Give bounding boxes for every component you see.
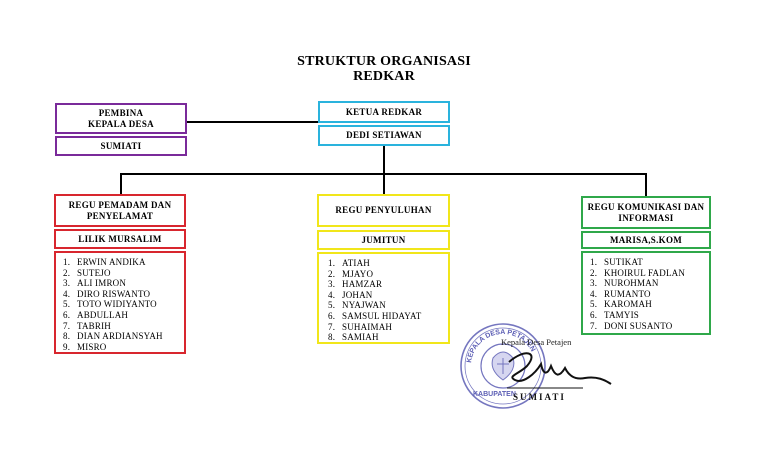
list-item: 5.KAROMAH <box>590 299 652 310</box>
penyuluhan-leader: JUMITUN <box>361 234 406 245</box>
komunikasi-role-box: REGU KOMUNIKASI DAN INFORMASI <box>581 196 711 229</box>
penyuluhan-role-box: REGU PENYULUHAN <box>317 194 450 227</box>
list-item: 2.MJAYO <box>328 268 374 279</box>
list-item: 9.MISRO <box>63 341 107 352</box>
ketua-name: DEDI SETIAWAN <box>346 130 422 140</box>
komunikasi-member-list: 1.SUTIKAT 2.KHOIRUL FADLAN 3.NUROHMAN 4.… <box>581 251 711 335</box>
pemadam-role-box: REGU PEMADAM DAN PENYELAMAT <box>54 194 186 227</box>
list-item: 7.SUHAIMAH <box>328 321 393 332</box>
pemadam-leader-box: LILIK MURSALIM <box>54 229 186 249</box>
komunikasi-role-line1: REGU KOMUNIKASI DAN <box>587 201 705 212</box>
list-item: 3.HAMZAR <box>328 279 383 290</box>
ketua-name-box: DEDI SETIAWAN <box>318 125 450 146</box>
pembina-name-box: SUMIATI <box>55 136 187 156</box>
pembina-name: SUMIATI <box>100 140 142 151</box>
list-item: 6.SAMSUL HIDAYAT <box>328 310 422 321</box>
komunikasi-role-line2: INFORMASI <box>618 212 674 223</box>
list-item: 1.ATIAH <box>328 258 370 268</box>
list-item: 5.TOTO WIDIYANTO <box>63 299 157 310</box>
chart-title-line1: STRUKTUR ORGANISASI <box>297 54 471 69</box>
list-item: 8.SAMIAH <box>328 332 379 343</box>
list-item: 4.RUMANTO <box>590 288 651 299</box>
list-item: 3.NUROHMAN <box>590 278 659 289</box>
komunikasi-leader-box: MARISA,S.KOM <box>581 231 711 249</box>
list-item: 7.TABRIH <box>63 320 111 331</box>
list-item: 2.SUTEJO <box>63 267 111 278</box>
list-item: 1.SUTIKAT <box>590 257 643 267</box>
ketua-role-box: KETUA REDKAR <box>318 101 450 123</box>
list-item: 6.TAMYIS <box>590 309 639 320</box>
list-item: 6.ABDULLAH <box>63 309 129 320</box>
stamp-seal <box>460 323 546 409</box>
handwritten-signature <box>508 352 612 385</box>
official-stamp: KEPALA DESA PETAJEN KABUPATEN Kepala Des… <box>460 323 612 409</box>
connector-horizontal-bus <box>120 173 646 175</box>
pembina-role-box: PEMBINA KEPALA DESA <box>55 103 187 134</box>
list-item: 4.JOHAN <box>328 289 373 300</box>
penyuluhan-leader-box: JUMITUN <box>317 230 450 250</box>
connector-drop-komunikasi <box>645 173 647 196</box>
penyuluhan-role: REGU PENYULUHAN <box>335 205 432 215</box>
chart-title-line2: REDKAR <box>353 69 415 84</box>
list-item: 7.DONI SUSANTO <box>590 320 673 331</box>
list-item: 3.ALI IMRON <box>63 278 127 289</box>
connector-drop-pemadam <box>120 173 122 195</box>
list-item: 1.ERWIN ANDIKA <box>63 257 146 267</box>
pemadam-role-line2: PENYELAMAT <box>86 210 154 221</box>
list-item: 5.NYAJWAN <box>328 300 386 311</box>
pembina-role-line1: PEMBINA <box>98 107 144 118</box>
list-item: 2.KHOIRUL FADLAN <box>590 267 686 278</box>
pemadam-leader: LILIK MURSALIM <box>78 233 162 244</box>
komunikasi-leader: MARISA,S.KOM <box>609 234 683 245</box>
pemadam-role-line1: REGU PEMADAM DAN <box>68 199 172 210</box>
stamp-text-bottom: KABUPATEN <box>473 391 516 398</box>
penyuluhan-member-list: 1.ATIAH 2.MJAYO 3.HAMZAR 4.JOHAN 5.NYAJW… <box>317 252 450 344</box>
pemadam-member-list: 1.ERWIN ANDIKA 2.SUTEJO 3.ALI IMRON 4.DI… <box>54 251 186 354</box>
connector-pembina-ketua <box>186 121 320 123</box>
list-item: 8.DIAN ARDIANSYAH <box>63 331 163 342</box>
signature-name: SUMIATI <box>513 392 566 402</box>
connector-ketua-trunk <box>383 145 385 195</box>
ketua-role: KETUA REDKAR <box>345 106 423 117</box>
signature-title: Kepala Desa Petajen <box>501 337 572 347</box>
list-item: 4.DIRO RISWANTO <box>63 288 151 299</box>
pembina-role-line2: KEPALA DESA <box>88 118 154 129</box>
